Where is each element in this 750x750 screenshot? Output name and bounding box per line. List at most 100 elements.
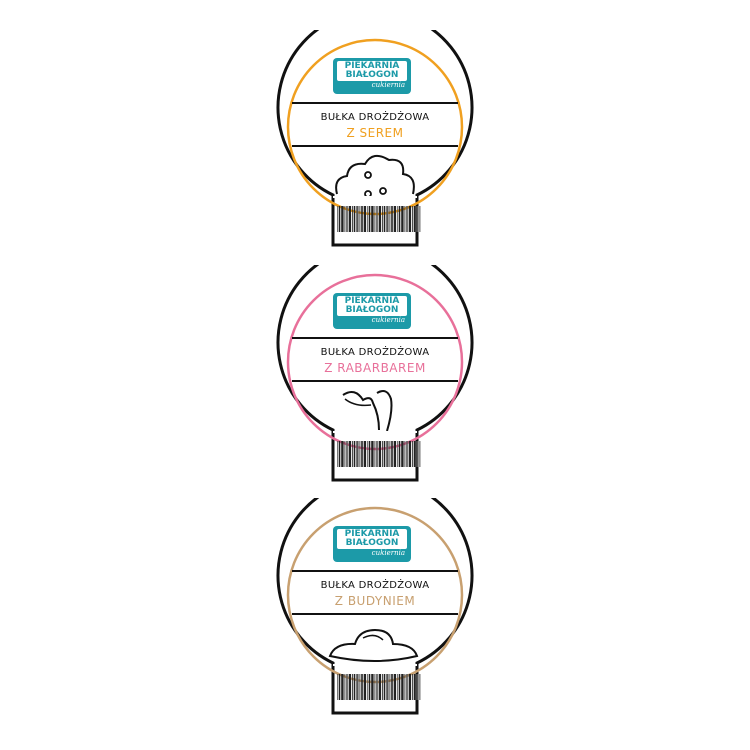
barcode-bar (346, 206, 348, 232)
barcode-bar (367, 206, 368, 232)
barcode-bar (338, 206, 341, 232)
barcode-bar (374, 441, 376, 467)
product-flavor: Z RABARBAREM (324, 361, 426, 375)
barcode-bar (416, 441, 419, 467)
barcode-bar (368, 674, 371, 700)
product-flavor: Z SEREM (346, 126, 404, 140)
barcode-bar (408, 206, 412, 232)
barcode-bar (404, 206, 406, 232)
barcode-bar (393, 206, 397, 232)
barcode-bar (348, 206, 352, 232)
barcode-bar (376, 674, 378, 700)
barcode (337, 441, 421, 467)
barcode-bar (348, 441, 352, 467)
barcode-bar (371, 441, 374, 467)
barcode-bar (368, 441, 371, 467)
barcode-bar (376, 441, 378, 467)
barcode-bar (344, 441, 346, 467)
barcode-bar (341, 674, 344, 700)
barcode-bar (386, 674, 389, 700)
barcode-bar (391, 674, 393, 700)
barcode-bar (383, 674, 386, 700)
barcode-bar (398, 206, 401, 232)
barcode-bar (378, 674, 382, 700)
barcode-bar (374, 674, 376, 700)
pudding-icon (328, 628, 419, 662)
barcode-bar (386, 206, 389, 232)
barcode-bar (361, 674, 363, 700)
barcode-bar (383, 206, 386, 232)
barcode-bar (412, 206, 413, 232)
barcode-bar (393, 441, 397, 467)
barcode-bar (337, 441, 338, 467)
barcode-bar (337, 674, 338, 700)
barcode-bar (346, 674, 348, 700)
barcode-bar (378, 206, 382, 232)
barcode-bar (367, 441, 368, 467)
barcode-bar (419, 206, 421, 232)
barcode-bar (341, 441, 344, 467)
barcode-bar (363, 674, 367, 700)
barcode-bar (356, 206, 359, 232)
barcode-bar (353, 674, 356, 700)
barcode-bar (371, 674, 374, 700)
rhubarb-icon (342, 390, 393, 432)
barcode-bar (386, 441, 389, 467)
barcode-bar (359, 206, 361, 232)
barcode-bar (408, 441, 412, 467)
barcode-bar (383, 441, 386, 467)
barcode-bar (344, 674, 346, 700)
barcode-bar (376, 206, 378, 232)
barcode-bar (398, 674, 401, 700)
barcode-bar (408, 674, 412, 700)
barcode-bar (348, 674, 352, 700)
barcode-bar (382, 206, 383, 232)
barcode-bar (353, 441, 356, 467)
barcode-bar (352, 674, 353, 700)
barcode-bar (338, 441, 341, 467)
barcode-bar (406, 206, 408, 232)
barcode-bar (368, 206, 371, 232)
barcode (337, 206, 421, 232)
barcode-bar (401, 206, 404, 232)
barcode-bar (367, 674, 368, 700)
barcode-bar (404, 674, 406, 700)
barcode-bar (391, 206, 393, 232)
product-title: BUŁKA DROŻDŻOWA (320, 347, 430, 358)
barcode-bar (363, 206, 367, 232)
barcode-bar (401, 674, 404, 700)
barcode-bar (359, 674, 361, 700)
barcode-bar (371, 206, 374, 232)
barcode-bar (374, 206, 376, 232)
barcode-bar (352, 206, 353, 232)
barcode-bar (389, 441, 391, 467)
barcode-bar (413, 206, 416, 232)
barcode-bar (341, 206, 344, 232)
barcode-bar (419, 674, 421, 700)
barcode-bar (416, 674, 419, 700)
barcode-bar (363, 441, 367, 467)
product-title: BUŁKA DROŻDŻOWA (320, 112, 430, 123)
barcode-bar (337, 206, 338, 232)
barcode-bar (361, 441, 363, 467)
barcode-bar (393, 674, 397, 700)
barcode-bar (406, 674, 408, 700)
barcode-bar (412, 674, 413, 700)
barcode-bar (397, 206, 398, 232)
barcode-bar (378, 441, 382, 467)
barcode-bar (412, 441, 413, 467)
barcode-bar (401, 441, 404, 467)
barcode-bar (397, 441, 398, 467)
product-title: BUŁKA DROŻDŻOWA (320, 580, 430, 591)
product-flavor: Z BUDYNIEM (334, 594, 416, 608)
barcode-bar (361, 206, 363, 232)
barcode-bar (397, 674, 398, 700)
barcode-bar (413, 441, 416, 467)
barcode-bar (389, 674, 391, 700)
barcode-bar (413, 674, 416, 700)
